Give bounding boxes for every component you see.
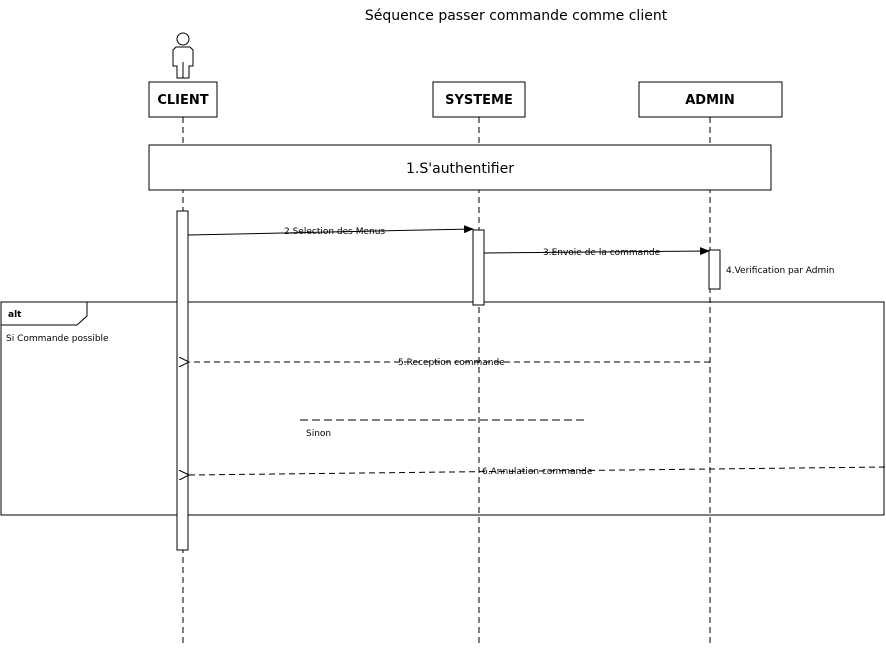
alt-tab <box>1 301 88 326</box>
message-2: 2.Selection des Menus <box>187 225 474 237</box>
message-2-label: 2.Selection des Menus <box>284 227 385 237</box>
auth-frame-label: 1.S'authentifier <box>406 161 514 177</box>
participant-systeme[interactable]: SYSTEME <box>432 81 526 118</box>
message-4-label: 4.Verification par Admin <box>726 266 835 276</box>
message-5-label: 5.Reception commande <box>398 358 505 368</box>
participant-admin[interactable]: ADMIN <box>638 81 783 118</box>
alt-fragment: alt Si Commande possible Sinon <box>0 301 885 516</box>
participant-admin-label: ADMIN <box>685 93 735 108</box>
participant-client-label: CLIENT <box>157 93 208 108</box>
activation-admin <box>708 249 721 290</box>
participant-systeme-label: SYSTEME <box>445 93 513 108</box>
diagram-title: Séquence passer commande comme client <box>365 8 668 24</box>
auth-frame: 1.S'authentifier <box>148 144 772 191</box>
alt-guard: Si Commande possible <box>6 334 109 344</box>
alt-else: Sinon <box>306 429 331 439</box>
message-3-label: 3.Envoie de la commande <box>543 248 661 258</box>
message-3: 3.Envoie de la commande <box>483 247 710 258</box>
alt-label: alt <box>8 310 22 320</box>
person-icon <box>172 32 194 79</box>
activation-client <box>176 210 189 551</box>
message-6: 6.Annulation commande <box>189 466 886 477</box>
message-5: 5.Reception commande <box>189 358 710 368</box>
message-6-label: 6.Annulation commande <box>482 467 593 477</box>
participant-client[interactable]: CLIENT <box>148 81 218 118</box>
activation-systeme <box>472 229 485 306</box>
